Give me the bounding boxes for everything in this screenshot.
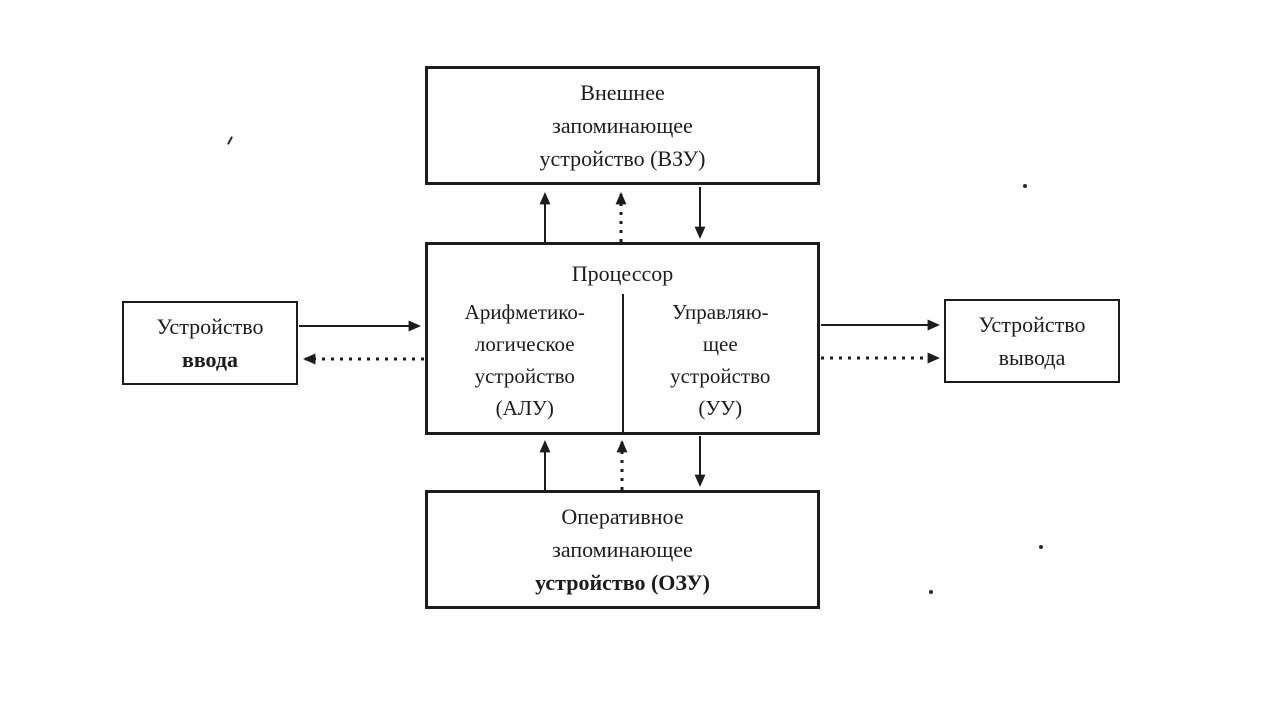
input-device-line: ввода [181, 347, 239, 372]
ram-line: устройство (ОЗУ) [535, 570, 710, 595]
control-unit-line: Управляю- [671, 300, 769, 324]
alu-section: Арифметико- логическое устройство (АЛУ) [428, 294, 624, 432]
alu-line: устройство [474, 364, 575, 388]
scan-artifact [1023, 184, 1027, 188]
external-storage-line: устройство (ВЗУ) [539, 146, 706, 171]
processor-box: Процессор Арифметико- логическое устройс… [425, 242, 820, 435]
alu-line: логическое [474, 332, 575, 356]
control-unit-line: (УУ) [698, 396, 743, 420]
control-unit-line: устройство [670, 364, 771, 388]
processor-title: Процессор [571, 261, 674, 286]
ram-line: запоминающее [552, 537, 693, 562]
external-storage-box: Внешнее запоминающее устройство (ВЗУ) [425, 66, 820, 185]
control-unit-section: Управляю- щее устройство (УУ) [624, 294, 818, 432]
ram-box: Оперативное запоминающее устройство (ОЗУ… [425, 490, 820, 609]
scan-artifact [1039, 545, 1043, 549]
input-device-line: Устройство [156, 314, 264, 339]
external-storage-line: Внешнее [580, 80, 665, 105]
alu-line: (АЛУ) [495, 396, 554, 420]
alu-line: Арифметико- [464, 300, 585, 324]
external-storage-line: запоминающее [552, 113, 693, 138]
control-unit-line: щее [702, 332, 738, 356]
output-device-line: вывода [998, 345, 1066, 370]
ram-line: Оперативное [561, 504, 684, 529]
output-device-box: Устройство вывода [944, 299, 1120, 383]
input-device-box: Устройство ввода [122, 301, 298, 385]
scan-artifact [929, 590, 933, 594]
processor-columns: Арифметико- логическое устройство (АЛУ) … [428, 294, 817, 432]
output-device-line: Устройство [978, 312, 1086, 337]
